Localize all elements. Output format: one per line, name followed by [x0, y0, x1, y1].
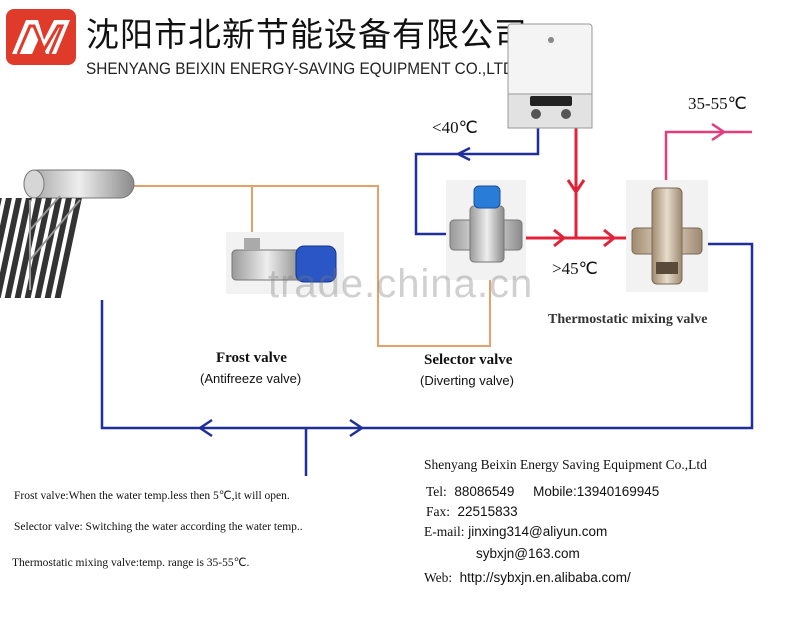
mobile-label: Mobile:	[533, 484, 577, 499]
selector-valve-sublabel: (Diverting valve)	[420, 373, 514, 388]
warm-pipe	[120, 185, 491, 347]
mobile-value: 13940169945	[576, 484, 660, 499]
outlet-temperature-label: 35-55℃	[688, 94, 747, 113]
company-logo-icon	[6, 9, 76, 65]
hot-pipe	[522, 128, 628, 248]
contact-fax-row: Fax: 22515833	[426, 504, 518, 520]
contact-tel-row: Tel: 88086549 Mobile:13940169945	[426, 484, 659, 500]
inlet-temperature-label: <40℃	[432, 118, 478, 137]
selector-valve-label: Selector valve	[424, 352, 513, 368]
fax-value: 22515833	[457, 504, 518, 519]
email-value-1[interactable]: jinxing314@aliyun.com	[468, 524, 608, 539]
contact-company: Shenyang Beixin Energy Saving Equipment …	[424, 457, 707, 472]
fax-label: Fax:	[426, 504, 451, 519]
email-label: E-mail:	[424, 524, 465, 539]
cold-pipe	[100, 126, 754, 476]
frost-valve-sublabel: (Antifreeze valve)	[200, 371, 302, 386]
tel-value: 88086549	[454, 484, 515, 499]
note-selector-valve: Selector valve: Switching the water acco…	[14, 521, 303, 533]
solar-water-heater-icon	[0, 169, 135, 298]
thermostatic-valve-label: Thermostatic mixing valve	[548, 312, 708, 327]
frost-valve-icon	[226, 232, 344, 294]
thermostatic-mixing-valve-icon	[626, 180, 708, 292]
note-frost-valve: Frost valve:When the water temp.less the…	[14, 490, 290, 502]
watermark: trade.china.cn	[268, 262, 534, 306]
tel-label: Tel:	[426, 484, 447, 499]
note-thermostatic-valve: Thermostatic mixing valve:temp. range is…	[12, 557, 250, 569]
web-link[interactable]: http://sybxjn.en.alibaba.com/	[459, 570, 631, 585]
frost-valve-label: Frost valve	[216, 350, 287, 366]
selector-valve-icon	[446, 180, 526, 280]
outlet-pipe	[664, 122, 752, 186]
hot-temperature-label: >45℃	[552, 259, 598, 278]
company-name-english: SHENYANG BEIXIN ENERGY-SAVING EQUIPMENT …	[86, 60, 515, 78]
contact-email-row: E-mail: jinxing314@aliyun.com	[424, 524, 607, 540]
email-value-2[interactable]: sybxjn@163.com	[476, 546, 580, 561]
company-name-chinese: 沈阳市北新节能设备有限公司	[86, 15, 528, 54]
web-label: Web:	[424, 570, 453, 585]
water-heater-icon	[507, 23, 593, 129]
contact-web-row: Web: http://sybxjn.en.alibaba.com/	[424, 570, 631, 586]
